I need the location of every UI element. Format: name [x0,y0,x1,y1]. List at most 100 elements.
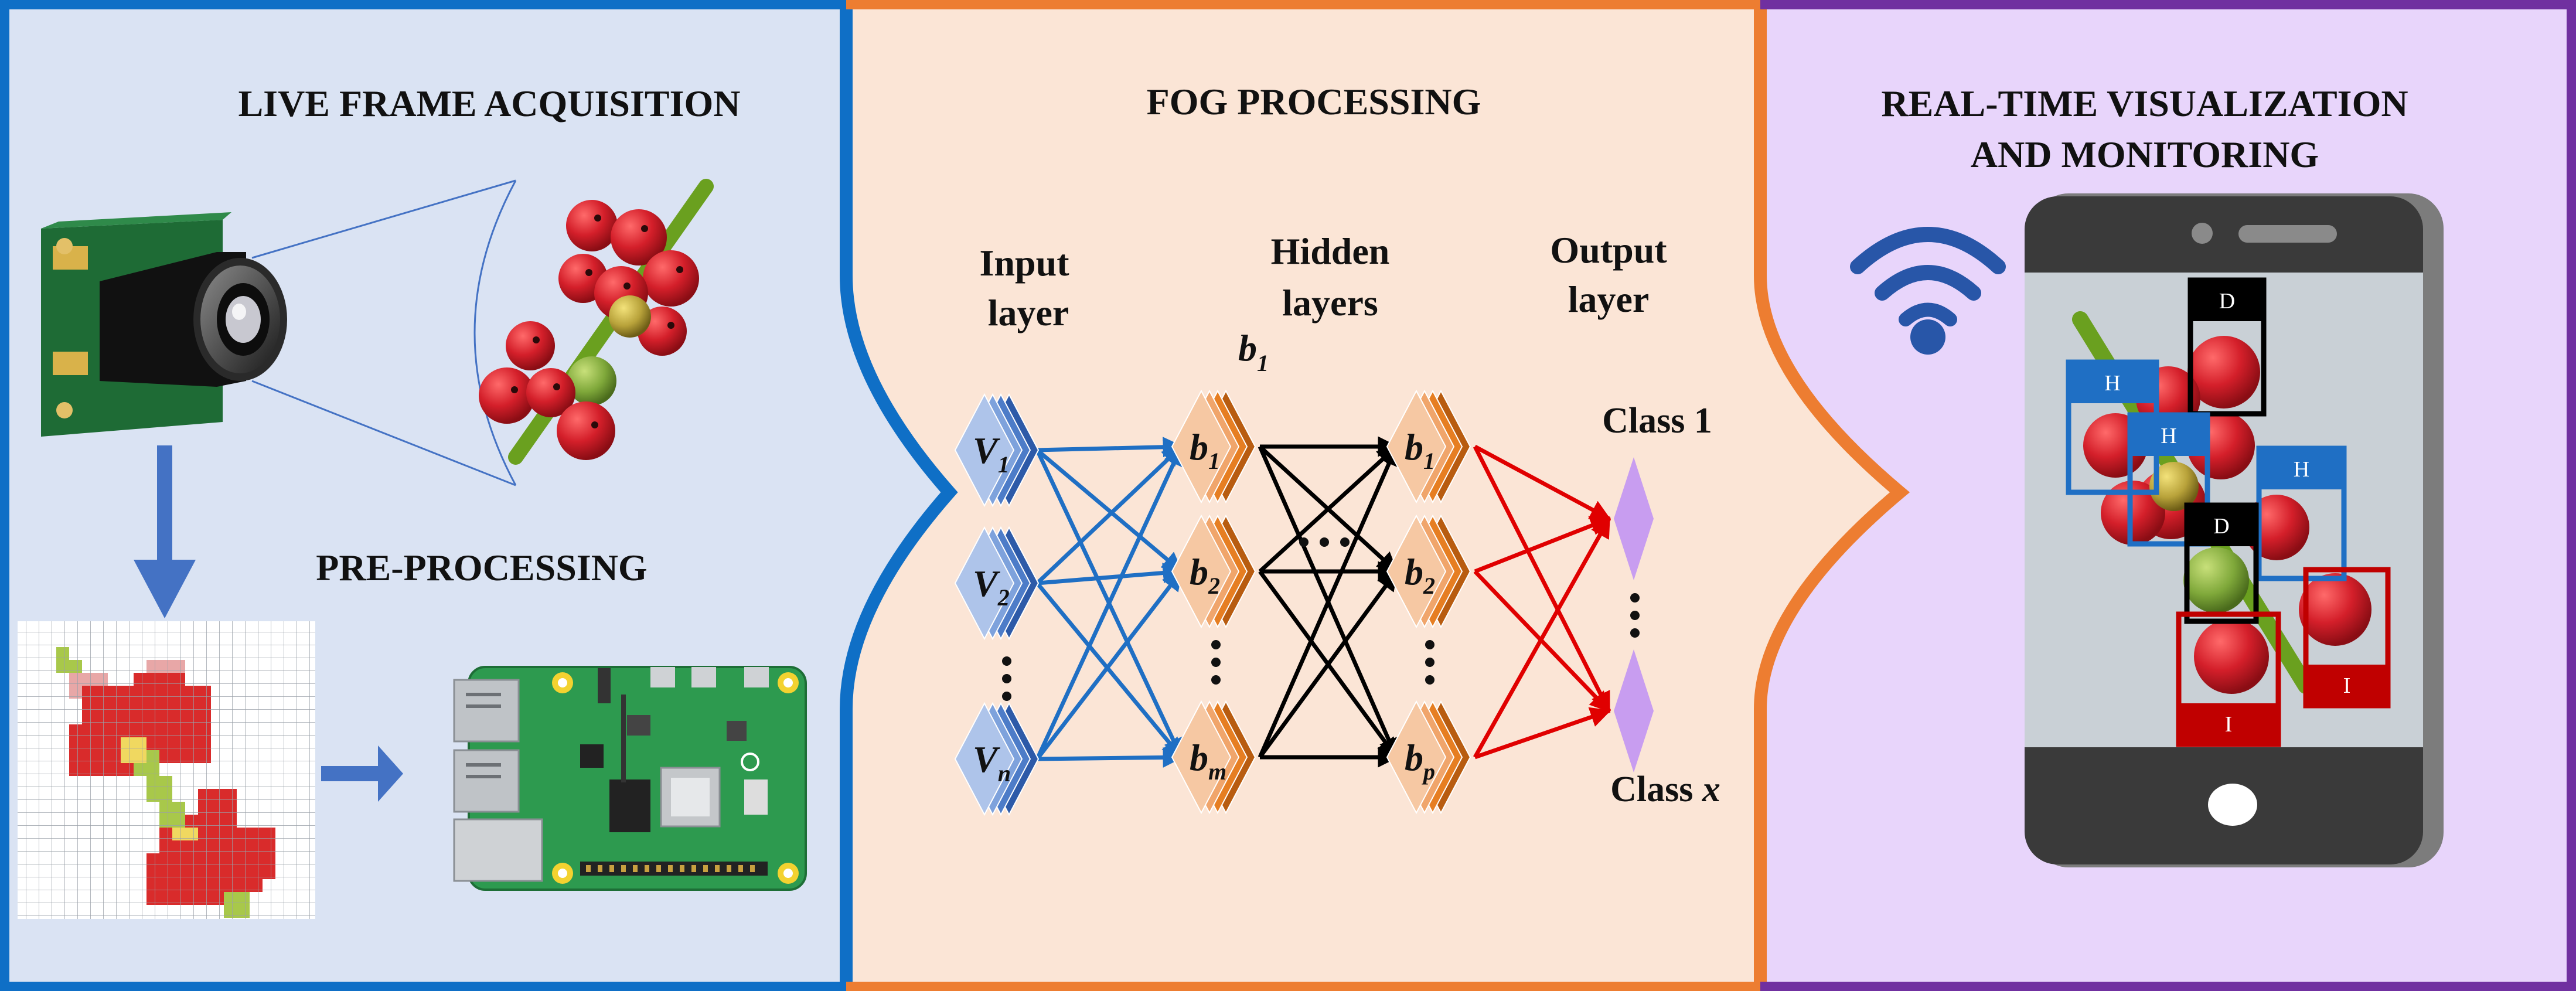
detection-box-4: D [2184,502,2259,624]
detection-boxes: D H H H D I I [2066,277,2391,747]
output-layer-label-1: Output [1550,229,1667,271]
detection-badge-bg-4 [2187,505,2256,546]
edge-input-hidden-1-2 [1035,581,1183,759]
input-node-1-label-sub: 2 [997,584,1010,611]
hidden2-node-0-label-base: b [1405,426,1423,468]
class-bottom-label: Class x [1610,770,1720,809]
edge-hidden-output-0-1 [1473,445,1611,713]
edge-input-hidden-0-0 [1037,437,1184,458]
input-node-2-label: Vn [973,738,1011,787]
edge-hidden-output-1-0 [1474,516,1611,574]
pixelated-frame [18,621,315,919]
detection-box-0: D [2187,277,2267,417]
raspberry-pi-board [453,666,807,891]
detection-badge-bg-5 [2306,665,2388,706]
edge-input-hidden-2-2 [1037,747,1184,768]
hidden-annotation-base: b [1238,327,1257,369]
input-node-1-label: V2 [973,563,1010,611]
detection-box-6: I [2176,611,2281,747]
hidden1-node-0-label-base: b [1190,426,1208,468]
panel-monitoring-border [1760,0,2576,991]
detection-label-5: I [2343,673,2351,698]
input-node-2-label-sub: n [998,760,1011,787]
class-top-label: Class 1 [1602,401,1712,441]
detection-badge-bg-3 [2259,448,2344,489]
hidden2-node-1-label-base: b [1405,551,1423,593]
input-node-0-layer-0 [954,393,1015,508]
output-node-class-x [1614,649,1654,772]
hidden1-node-1-label-sub: 2 [1208,573,1220,599]
flow-arrow-down [134,445,196,618]
monitoring-title-1: REAL-TIME VISUALIZATION [1881,83,2408,124]
class-bottom-var: x [1702,770,1720,809]
detection-badge-bg-0 [2190,280,2264,321]
detection-box-2: H [2127,412,2210,547]
hidden1-node-2-label-sub: m [1208,758,1226,785]
input-node-1-label-base: V [973,563,1001,604]
hidden2-node-1-layer-0 [1386,514,1447,629]
class-bottom-prefix: Class [1610,770,1702,809]
hidden1-node-0: b1 [1171,389,1256,504]
detection-box-5: I [2303,567,2391,709]
preprocessing-title: PRE-PROCESSING [316,547,647,588]
fog-title: FOG PROCESSING [1147,81,1481,122]
panel-fog-curve [1754,5,1910,986]
edge-hidden-output-2-1 [1474,707,1611,760]
input-node-0-label-base: V [973,430,1001,471]
hidden2-node-1-label-sub: 2 [1423,573,1435,599]
detection-label-3: H [2294,457,2309,482]
edge-hidden-hidden-2-0 [1258,444,1399,758]
panel-acquisition-curve [840,5,958,986]
hidden1-node-0-layer-0 [1171,389,1232,504]
field-of-view-cone [251,179,517,486]
input-node-0-label-sub: 1 [998,451,1010,478]
hidden2-node-1: b2 [1386,514,1471,629]
input-node-0-label: V1 [973,430,1010,478]
hidden-annotation-sub: 1 [1257,350,1269,376]
flow-arrow-right [321,746,403,802]
camera-icon [41,212,287,437]
edge-input-hidden-2-0 [1035,444,1184,760]
detection-badge-bg-6 [2179,703,2278,744]
hidden-annotation: b1 [1238,327,1269,376]
detection-label-2: H [2161,424,2176,448]
input-layer-label-1: Input [980,242,1070,284]
output-nodes [1614,457,1654,772]
edge-hidden-hidden-2-1 [1258,570,1398,759]
input-node-2-label-base: V [973,738,1001,780]
edge-hidden-output-2-0 [1473,516,1611,758]
hidden2-node-2-label-sub: p [1422,758,1435,785]
detection-box-3: H [2256,445,2347,581]
wifi-icon [1850,227,2006,355]
hidden1-node-2-layer-0 [1171,700,1232,815]
output-node-class-1 [1614,457,1654,580]
hidden2-node-2-layer-0 [1386,700,1447,815]
input-node-2-layer-0 [954,702,1015,816]
input-layer-label-2: layer [988,292,1069,333]
hidden1-node-0-label-sub: 1 [1208,448,1220,474]
edge-input-hidden-0-1 [1035,448,1183,573]
output-layer-label-2: layer [1568,278,1650,320]
hidden2-node-2-label: bp [1405,737,1435,785]
coffee-branch-illustration [479,179,714,465]
panel-fog-border [846,0,1760,991]
edge-hidden-output-0-0 [1474,444,1611,521]
hidden1-node-2-label: bm [1190,737,1226,785]
detection-badge-bg-2 [2130,415,2207,456]
monitoring-title-2: AND MONITORING [1971,134,2319,175]
detection-label-1: H [2104,371,2120,396]
detection-label-6: I [2225,712,2233,737]
hidden2-node-1-label: b2 [1405,551,1435,599]
network-edges [1035,436,1611,768]
edge-input-hidden-1-0 [1035,445,1183,585]
ellipsis-dots [1002,537,1640,701]
input-node-1: V2 [954,526,1040,641]
detection-label-0: D [2219,289,2235,314]
detection-label-4: D [2213,514,2229,539]
detection-badge-bg-1 [2069,362,2156,403]
hidden1-node-1: b2 [1171,514,1256,629]
hidden2-node-0: b1 [1386,389,1471,504]
input-node-1-layer-0 [954,526,1015,641]
